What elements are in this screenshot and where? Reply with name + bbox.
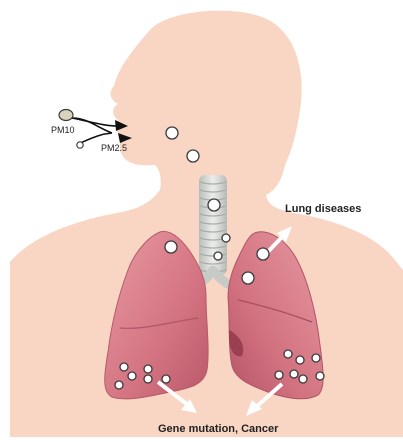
pm-inhalation-arrows — [72, 118, 118, 144]
particle — [257, 248, 269, 260]
particle — [296, 356, 304, 364]
trachea — [199, 175, 227, 275]
pm10-label: PM10 — [51, 125, 75, 135]
particle — [187, 150, 199, 162]
particle — [165, 241, 177, 253]
particle — [120, 363, 128, 371]
particle — [316, 372, 324, 380]
particle — [290, 370, 298, 378]
pm25-label: PM2.5 — [101, 143, 127, 153]
particle — [299, 375, 307, 383]
particle — [214, 252, 222, 260]
particle — [312, 354, 320, 362]
pm25-particle — [77, 142, 83, 148]
particle — [144, 375, 152, 383]
particle — [284, 350, 292, 358]
particle — [222, 234, 230, 242]
particle — [115, 381, 123, 389]
particle — [242, 272, 254, 284]
particle — [275, 371, 283, 379]
lung-diseases-label: Lung diseases — [285, 203, 361, 215]
particle — [166, 127, 178, 139]
particle — [208, 199, 220, 211]
outcome-label: Gene mutation, Cancer — [158, 423, 278, 435]
particle — [128, 372, 136, 380]
pm10-particle — [59, 110, 73, 121]
particle — [144, 365, 152, 373]
particle — [162, 375, 170, 383]
